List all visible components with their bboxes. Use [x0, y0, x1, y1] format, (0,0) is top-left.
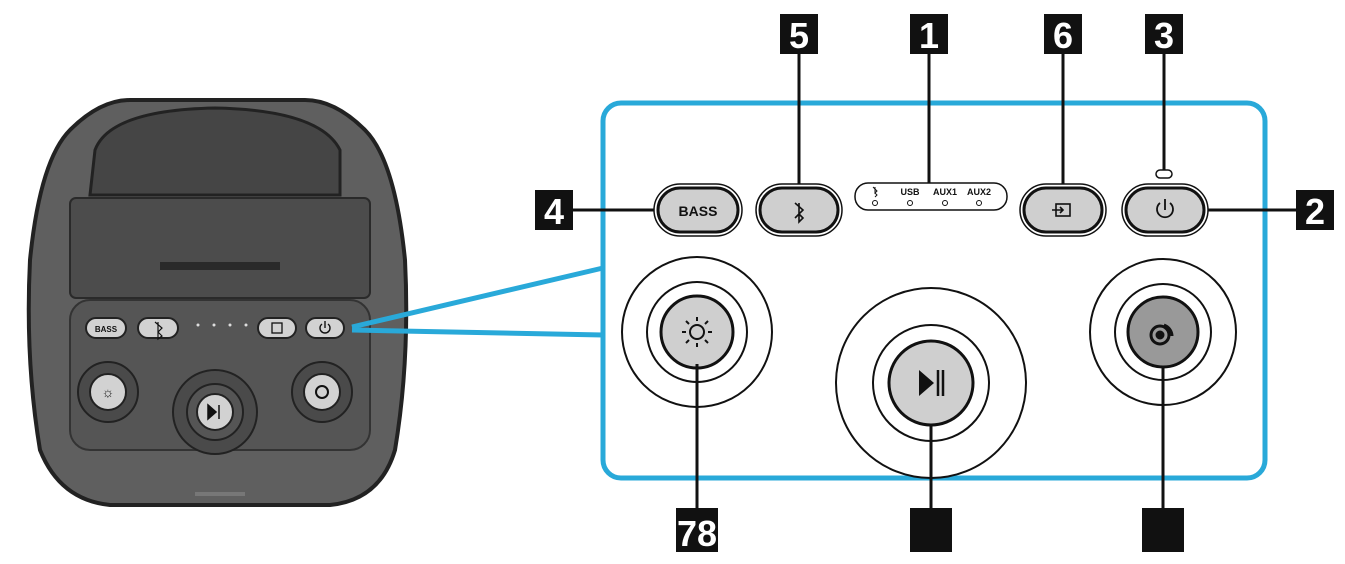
power-icon	[1156, 199, 1174, 219]
device-handle	[88, 106, 342, 197]
party-icon	[315, 385, 329, 399]
light-button[interactable]	[659, 294, 735, 370]
party-icon	[1149, 323, 1174, 346]
device-input-button[interactable]	[257, 317, 297, 339]
callout-3: 3	[1145, 14, 1183, 56]
leader-lines	[573, 52, 1296, 510]
svg-text:2: 2	[1305, 191, 1325, 232]
power-icon	[319, 321, 331, 334]
zoom-connector	[351, 265, 604, 338]
device-slot	[160, 262, 280, 270]
callout-78: 78	[676, 508, 718, 554]
bass-button-label: BASS	[679, 203, 718, 219]
usb-indicator-label: USB	[900, 187, 920, 197]
svg-text:3: 3	[1154, 15, 1174, 56]
device-light-button[interactable]	[89, 373, 127, 411]
indicator-leds	[872, 200, 982, 206]
svg-text:4: 4	[544, 191, 564, 232]
device-bass-button[interactable]	[85, 317, 127, 339]
device-top-panel	[69, 197, 371, 299]
device-brand-mark	[195, 492, 245, 496]
sun-icon	[682, 317, 712, 347]
device-party-button[interactable]	[303, 373, 341, 411]
power-led-indicator	[1155, 169, 1173, 179]
play-pause-icon	[207, 403, 220, 421]
bass-button[interactable]	[656, 186, 740, 234]
callout-play	[910, 508, 952, 552]
bluetooth-icon	[154, 321, 163, 341]
aux2-indicator-label: AUX2	[967, 187, 991, 197]
callout-5: 5	[780, 14, 818, 56]
callout-6: 6	[1044, 14, 1082, 56]
callout-4: 4	[535, 190, 573, 232]
aux1-indicator-label: AUX1	[933, 187, 957, 197]
device-indicator-dots	[196, 323, 248, 327]
source-indicator-strip	[854, 182, 1008, 211]
callout-2: 2	[1296, 190, 1334, 232]
callout-party	[1142, 508, 1184, 552]
svg-text:1: 1	[919, 15, 939, 56]
bluetooth-icon	[794, 202, 805, 224]
svg-text:6: 6	[1053, 15, 1073, 56]
speaker-device: BASS ☼	[26, 98, 409, 507]
svg-text:5: 5	[789, 15, 809, 56]
device-bass-label: BASS	[95, 325, 118, 334]
sun-icon: ☼	[102, 384, 115, 400]
play-pause-icon	[919, 370, 934, 396]
svg-text:78: 78	[677, 513, 717, 554]
bluetooth-indicator-icon	[872, 186, 878, 198]
callout-1: 1	[910, 14, 948, 56]
input-source-icon	[271, 322, 283, 334]
